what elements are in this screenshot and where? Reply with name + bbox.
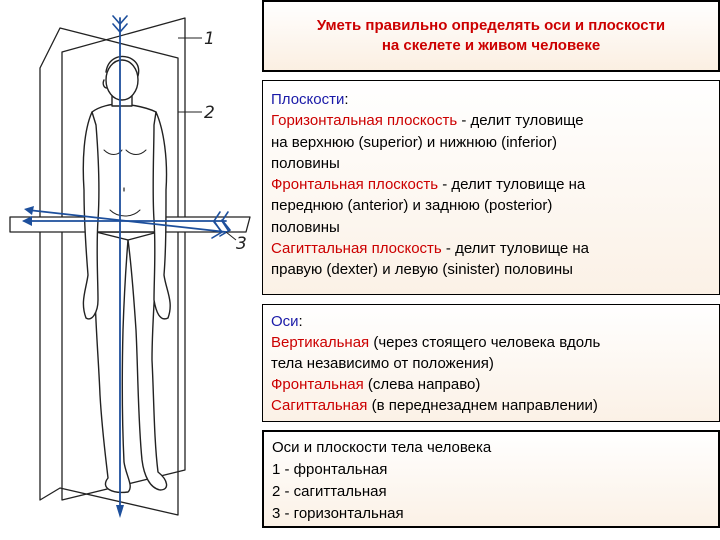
vertical-axis-name: Вертикальная [271,334,370,351]
horizontal-plane-line-3: половины [271,154,340,172]
vertical-axis-text-1: (через стоящего человека вдоль [369,334,601,351]
title-box: Уметь правильно определять оси и плоскос… [262,0,720,72]
vertical-axis-line-1: Вертикальная (через стоящего человека вд… [271,332,719,353]
sagittal-plane-text-1: - делит туловище на [441,240,589,258]
body-planes-illustration: 1 2 3 [9,15,251,518]
horizontal-plane-text-1: - делит туловище [457,112,584,130]
frontal-plane-line-2: переднюю (anterior) и заднюю (posterior) [271,197,553,215]
planes-heading-line: Плоскости: [271,91,349,108]
plane-label-3: 3 [236,234,247,254]
horizontal-plane-name: Горизонтальная плоскость [271,112,458,130]
plane-label-2: 2 [204,103,215,123]
sagittal-axis-name: Сагиттальная [271,397,368,414]
planes-box: Плоскости: Горизонтальная плоскость - де… [262,80,720,295]
vertical-axis-line-2: тела независимо от положения) [271,355,494,372]
frontal-axis-name: Фронтальная [271,376,364,393]
plane-label-1: 1 [204,29,215,49]
legend-title: Оси и плоскости тела человека [272,439,492,456]
horizontal-plane-line-1: Горизонтальная плоскость - делит туловищ… [271,110,719,131]
sagittal-plane [39,27,179,516]
sagittal-axis-line: Сагиттальная (в переднезаднем направлени… [271,395,719,416]
sagittal-plane-line-1: Сагиттальная плоскость - делит туловище … [271,238,719,259]
axes-box: Оси: Вертикальная (через стоящего челове… [262,304,720,422]
frontal-plane [61,17,186,501]
title-line-2: на скелете и живом человеке [381,37,601,54]
frontal-axis-line: Фронтальная (слева направо) [271,374,719,395]
frontal-plane-line-1: Фронтальная плоскость - делит туловище н… [271,174,719,195]
sagittal-axis-text: (в переднезаднем направлении) [367,397,598,414]
axis-lines [22,15,232,518]
frontal-axis-text: (слева направо) [363,376,481,393]
sagittal-plane-name: Сагиттальная плоскость [271,240,442,258]
axes-heading-line: Оси: [271,313,303,330]
human-figure [82,55,171,494]
legend-item-2: 2 - сагиттальная [272,483,387,500]
sagittal-plane-line-2: правую (dexter) и левую (sinister) полов… [271,261,573,279]
frontal-plane-name: Фронтальная плоскость [271,176,439,194]
legend-item-3: 3 - горизонтальная [272,505,404,522]
frontal-plane-line-3: половины [271,218,340,236]
legend-item-1: 1 - фронтальная [272,461,388,478]
frontal-plane-text-1: - делит туловище на [438,176,586,194]
horizontal-plane-line-2: на верхнюю (superior) и нижнюю (inferior… [271,133,557,151]
legend-box: Оси и плоскости тела человека 1 - фронта… [262,430,720,528]
axes-heading: Оси [271,313,299,330]
planes-heading: Плоскости [271,91,345,108]
title-line-1: Уметь правильно определять оси и плоскос… [316,17,666,34]
